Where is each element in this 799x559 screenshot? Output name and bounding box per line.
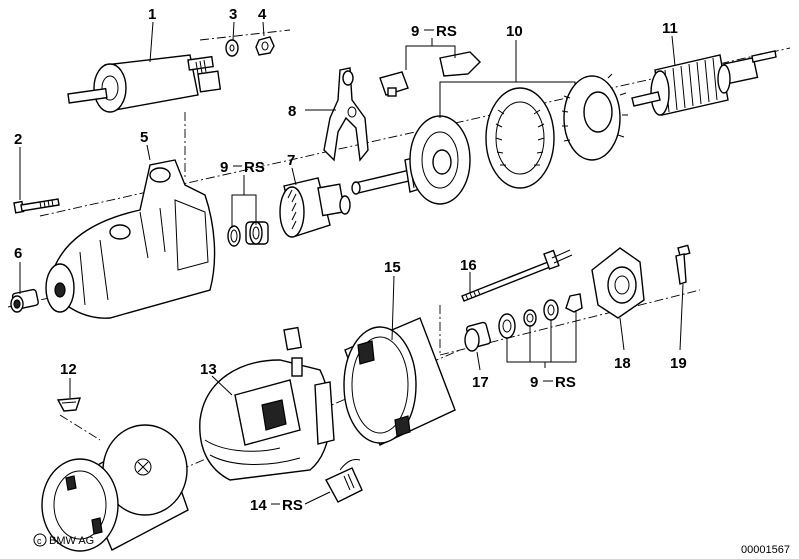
part-shims-right: [498, 293, 583, 339]
label-part-6: 6: [14, 245, 22, 262]
copyright-text: BMW AG: [49, 535, 94, 547]
part-bearing-bushing: [464, 321, 492, 352]
part-screw: [56, 397, 82, 412]
part-retaining-rings-left: [227, 221, 269, 247]
label-part-9-left: 9: [220, 159, 228, 176]
part-drive-housing: [45, 159, 216, 319]
label-part-15: 15: [384, 259, 401, 276]
label-part-2: 2: [14, 131, 22, 148]
copyright-icon: [33, 533, 47, 547]
svg-text:c: c: [37, 536, 42, 546]
part-pinion-clutch: [279, 177, 351, 238]
copyright-notice: c BMW AG: [33, 533, 94, 547]
label-part-3: 3: [229, 6, 237, 23]
part-washer: [225, 39, 239, 57]
label-part-14-suffix: RS: [282, 497, 303, 514]
part-pole-housing: [343, 317, 456, 446]
label-part-11: 11: [662, 20, 678, 37]
part-nut: [255, 36, 275, 56]
part-engaging-lever: [323, 67, 369, 162]
label-part-19: 19: [670, 355, 687, 372]
label-part-9-right: 9: [530, 374, 538, 391]
leader-lines: [19, 21, 684, 505]
part-planetary-gear: [409, 73, 628, 205]
label-part-9-top: 9: [411, 23, 419, 40]
part-rs-clip-top: [379, 51, 481, 97]
label-part-8: 8: [288, 103, 296, 120]
label-part-9-left-suffix: RS: [244, 159, 265, 176]
label-part-7: 7: [287, 152, 295, 169]
label-part-12: 12: [60, 361, 77, 378]
part-cover-plate: [591, 247, 645, 319]
label-part-5: 5: [140, 129, 148, 146]
label-part-18: 18: [614, 355, 631, 372]
part-bushing: [10, 288, 39, 313]
part-through-bolt: [461, 249, 573, 302]
part-bolt: [13, 198, 60, 214]
part-small-screw: [675, 244, 691, 285]
part-end-cap: [41, 424, 189, 552]
part-solenoid: [67, 54, 222, 113]
part-brush: [325, 459, 363, 503]
label-part-16: 16: [460, 257, 477, 274]
drawing-code: 00001567: [741, 544, 790, 556]
label-part-9-right-suffix: RS: [555, 374, 576, 391]
label-part-14: 14: [250, 497, 267, 514]
label-part-10: 10: [506, 23, 523, 40]
part-armature: [631, 50, 777, 116]
part-brush-holder: [199, 326, 335, 481]
label-part-13: 13: [200, 361, 217, 378]
label-part-1: 1: [148, 6, 156, 23]
label-part-17: 17: [472, 374, 489, 391]
label-part-4: 4: [258, 6, 267, 23]
label-part-9-top-suffix: RS: [436, 23, 457, 40]
part-labels: 1 3 4 2 5 6 9 RS 7 8 9 RS 10 11 12 13 14…: [14, 6, 687, 514]
